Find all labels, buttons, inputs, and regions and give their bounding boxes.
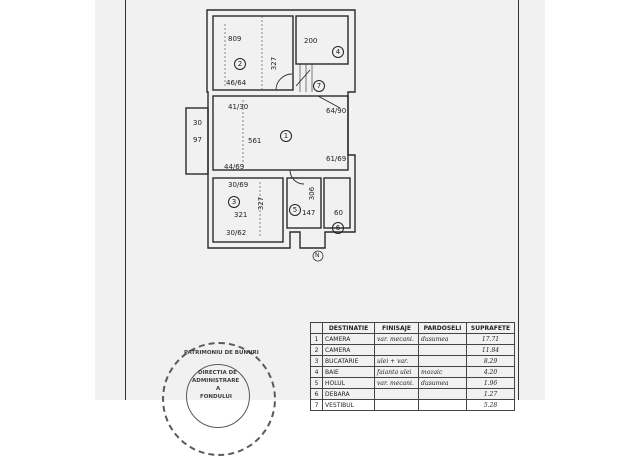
table-row: 6 DEBARA 1.27 (310, 388, 515, 400)
row-finisaje: var. mecani. (374, 333, 419, 345)
row-pardoseli: mozaic (418, 366, 467, 378)
room-number-4: 4 (332, 46, 344, 58)
row-num: 4 (310, 366, 323, 378)
stamp-line-1: PATRIMONIU DE BUNURI (184, 350, 259, 356)
row-num: 7 (310, 399, 323, 411)
dim-room1-c: 44/69 (224, 163, 245, 171)
row-suprafete: 1.27 (466, 388, 515, 400)
dim-room1-a: 41/30 (228, 103, 249, 111)
dim-room2-window: 46/64 (226, 79, 247, 87)
dim-room1-width: 561 (248, 137, 262, 145)
dim-room3-width: 321 (234, 211, 248, 219)
row-pardoseli: dusumea (418, 377, 467, 389)
row-finisaje: var. mecani. (374, 377, 419, 389)
row-pardoseli (418, 399, 467, 411)
room-legend-table: DESTINATIE FINISAJE PARDOSELI SUPRAFETE … (310, 322, 515, 411)
dim-debara-a: 306 (308, 186, 317, 201)
row-destinatie: CAMERA (322, 333, 375, 345)
row-suprafete: 17.71 (466, 333, 515, 345)
legend-header-row: DESTINATIE FINISAJE PARDOSELI SUPRAFETE (310, 322, 515, 334)
row-suprafete: 1.96 (466, 377, 515, 389)
official-stamp: PATRIMONIU DE BUNURI DIRECTIA DE ADMINIS… (162, 342, 276, 456)
dim-room2-width: 809 (228, 35, 242, 43)
table-row: 5 HOLUL var. mecani. dusumea 1.96 (310, 377, 515, 389)
row-finisaje (374, 388, 419, 400)
dim-room3-a: 30/69 (228, 181, 249, 189)
row-num: 6 (310, 388, 323, 400)
row-finisaje (374, 344, 419, 356)
room-number-2: 2 (234, 58, 246, 70)
room-number-3: 3 (228, 196, 240, 208)
row-suprafete: 5.28 (466, 399, 515, 411)
row-pardoseli (418, 388, 467, 400)
row-suprafete: 4.20 (466, 366, 515, 378)
row-destinatie: DEBARA (322, 388, 375, 400)
row-num: 3 (310, 355, 323, 367)
room-number-7: 7 (313, 80, 325, 92)
stamp-line-5: FONDULUI (200, 394, 232, 400)
row-destinatie: BUCATARIE (322, 355, 375, 367)
legend-header-destinatie: DESTINATIE (322, 322, 375, 334)
legend-header-pardoseli: PARDOSELI (418, 322, 467, 334)
dim-room4: 200 (304, 37, 318, 45)
dim-room3-height: 327 (257, 196, 266, 211)
row-destinatie: HOLUL (322, 377, 375, 389)
row-pardoseli (418, 355, 467, 367)
row-pardoseli (418, 344, 467, 356)
table-row: 7 VESTIBUL 5.28 (310, 399, 515, 411)
table-row: 3 BUCATARIE ulei + var. 8.29 (310, 355, 515, 367)
dim-room1-b: 64/90 (326, 107, 347, 115)
stamp-line-4: A (216, 386, 221, 392)
legend-header-suprafete: SUPRAFETE (466, 322, 515, 334)
row-suprafete: 8.29 (466, 355, 515, 367)
table-row: 4 BAIE faianta ulei mozaic 4.20 (310, 366, 515, 378)
row-destinatie: VESTIBUL (322, 399, 375, 411)
dim-room3-b: 30/62 (226, 229, 247, 237)
dim-balcony-a: 30 (193, 119, 202, 127)
table-row: 1 CAMERA var. mecani. dusumea 17.71 (310, 333, 515, 345)
dim-room1-d: 61/69 (326, 155, 347, 163)
row-destinatie: CAMERA (322, 344, 375, 356)
table-row: 2 CAMERA 11.84 (310, 344, 515, 356)
row-pardoseli: dusumea (418, 333, 467, 345)
row-finisaje: faianta ulei (374, 366, 419, 378)
legend-header-num (310, 322, 323, 334)
row-num: 1 (310, 333, 323, 345)
dim-hall: 147 (302, 209, 316, 217)
room-number-1: 1 (280, 130, 292, 142)
dim-debara-b: 60 (334, 209, 343, 217)
stamp-line-3: ADMINISTRARE (192, 378, 240, 384)
drawing-frame (125, 0, 519, 400)
row-num: 2 (310, 344, 323, 356)
dim-room2-height: 327 (270, 56, 279, 71)
stamp-line-2: DIRECTIA DE (198, 370, 237, 376)
row-suprafete: 11.84 (466, 344, 515, 356)
row-num: 5 (310, 377, 323, 389)
dim-balcony-b: 97 (193, 136, 202, 144)
room-number-5: 5 (289, 204, 301, 216)
row-finisaje: ulei + var. (374, 355, 419, 367)
row-destinatie: BAIE (322, 366, 375, 378)
north-mark: N (315, 252, 320, 259)
room-number-6: 6 (332, 222, 344, 234)
row-finisaje (374, 399, 419, 411)
legend-header-finisaje: FINISAJE (374, 322, 419, 334)
